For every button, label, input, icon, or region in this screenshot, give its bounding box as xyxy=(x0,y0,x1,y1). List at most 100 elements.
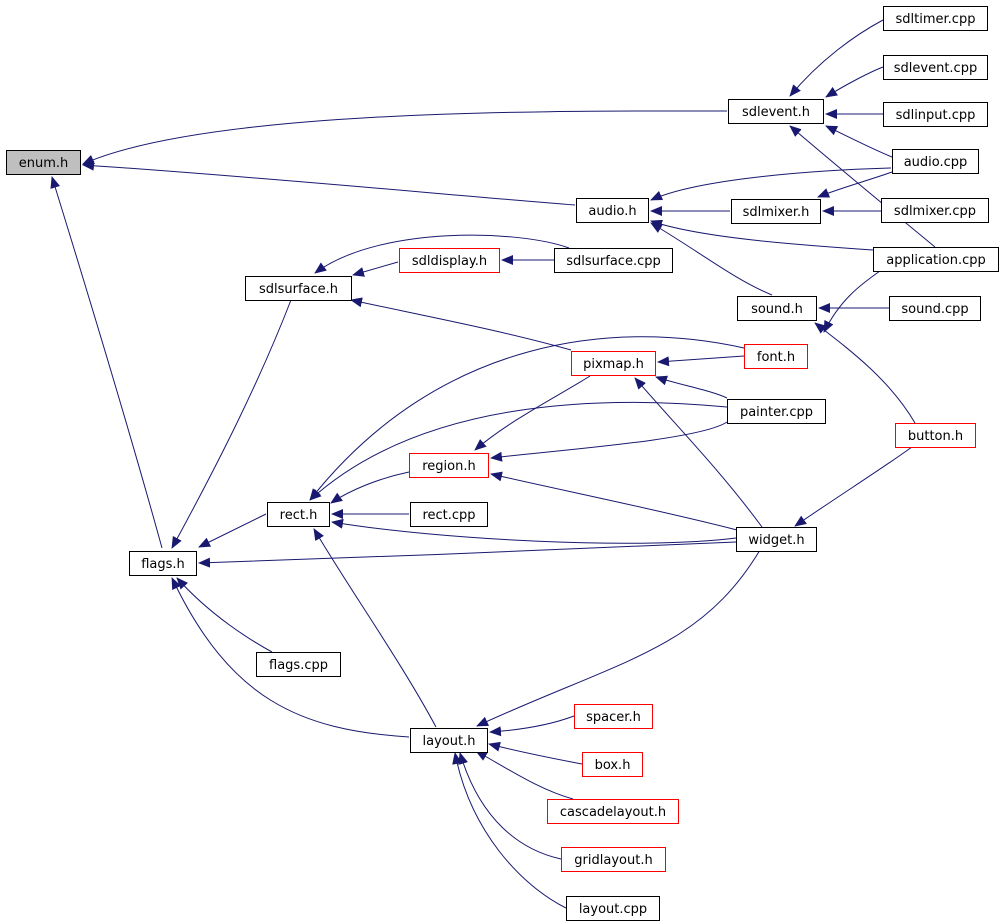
node-box xyxy=(574,704,653,729)
node-sdldisplay-h[interactable]: sdldisplay.h xyxy=(399,248,500,273)
node-box xyxy=(731,199,821,224)
node-box xyxy=(267,502,330,527)
node-label: layout.h xyxy=(423,734,476,749)
edge-pixmap-h-to-region-h xyxy=(474,375,591,451)
node-box xyxy=(554,248,673,273)
node-box xyxy=(6,150,81,175)
node-box xyxy=(547,799,679,824)
node-rect-cpp[interactable]: rect.cpp xyxy=(410,502,488,527)
node-flags-cpp[interactable]: flags.cpp xyxy=(256,652,341,677)
node-sdltimer-cpp[interactable]: sdltimer.cpp xyxy=(883,6,988,31)
node-label: widget.h xyxy=(748,533,804,548)
node-audio-h[interactable]: audio.h xyxy=(576,198,649,223)
node-label: sound.cpp xyxy=(901,302,968,317)
node-label: enum.h xyxy=(19,156,69,171)
node-audio-cpp[interactable]: audio.cpp xyxy=(892,149,979,174)
node-label: sdlevent.h xyxy=(742,105,810,120)
node-enum-h: enum.h xyxy=(6,150,81,175)
node-sdlsurface-h[interactable]: sdlsurface.h xyxy=(245,276,352,301)
edge-application-cpp-to-sdlevent-h xyxy=(789,125,936,248)
node-sdlinput-cpp[interactable]: sdlinput.cpp xyxy=(883,102,988,127)
node-label: sdldisplay.h xyxy=(412,254,487,269)
node-label: font.h xyxy=(757,350,795,365)
node-sdlmixer-h[interactable]: sdlmixer.h xyxy=(731,199,821,224)
node-spacer-h[interactable]: spacer.h xyxy=(574,704,653,729)
node-label: layout.cpp xyxy=(579,902,647,917)
node-box xyxy=(895,423,976,448)
node-box xyxy=(737,296,817,321)
edge-sound-h-to-audio-h xyxy=(650,222,773,296)
node-layout-cpp[interactable]: layout.cpp xyxy=(566,896,660,921)
node-box xyxy=(245,276,352,301)
node-box xyxy=(881,198,989,223)
edge-sdldisplay-h-to-sdlsurface-h xyxy=(352,261,399,277)
edge-audio-cpp-to-sdlmixer-h xyxy=(817,171,893,198)
edge-sdlsurface-h-to-flags-h xyxy=(171,299,292,549)
node-cascadelayout-h[interactable]: cascadelayout.h xyxy=(547,799,679,824)
node-label: sdlevent.cpp xyxy=(894,61,977,76)
node-label: sdltimer.cpp xyxy=(896,12,976,27)
node-sdlsurface-cpp[interactable]: sdlsurface.cpp xyxy=(554,248,673,273)
node-box xyxy=(399,248,500,273)
node-rect-h[interactable]: rect.h xyxy=(267,502,330,527)
node-sound-cpp[interactable]: sound.cpp xyxy=(889,296,981,321)
node-label: region.h xyxy=(422,459,476,474)
node-label: application.cpp xyxy=(886,253,986,268)
node-layout-h[interactable]: layout.h xyxy=(410,728,488,753)
node-label: flags.cpp xyxy=(269,658,328,673)
node-gridlayout-h[interactable]: gridlayout.h xyxy=(561,847,666,872)
edge-painter-cpp-to-pixmap-h xyxy=(655,375,728,399)
edge-application-cpp-to-font-h xyxy=(823,270,881,333)
edge-widget-h-to-rect-h xyxy=(331,518,737,544)
node-box xyxy=(561,847,666,872)
node-font-h[interactable]: font.h xyxy=(744,344,808,369)
node-sdlevent-h[interactable]: sdlevent.h xyxy=(728,99,824,124)
node-flags-h[interactable]: flags.h xyxy=(129,551,197,576)
edge-box-h-to-layout-h xyxy=(488,741,583,765)
node-pixmap-h[interactable]: pixmap.h xyxy=(571,351,656,376)
node-box xyxy=(744,344,808,369)
edge-application-cpp-to-audio-h xyxy=(650,219,874,251)
node-label: audio.cpp xyxy=(904,155,968,170)
edge-pixmap-h-to-sdlsurface-h xyxy=(350,297,572,351)
node-label: box.h xyxy=(595,758,631,773)
node-label: button.h xyxy=(908,429,963,444)
node-box xyxy=(883,55,988,80)
node-label: flags.h xyxy=(141,557,185,572)
edge-sdlevent-cpp-to-sdlevent-h xyxy=(825,66,884,98)
node-label: audio.h xyxy=(588,204,636,219)
edge-font-h-to-rect-h xyxy=(309,336,745,501)
node-widget-h[interactable]: widget.h xyxy=(736,527,817,552)
node-label: sound.h xyxy=(751,302,803,317)
node-label: gridlayout.h xyxy=(574,853,652,868)
edge-sdlevent-h-to-enum-h xyxy=(82,110,728,165)
node-box xyxy=(582,752,643,777)
node-label: rect.h xyxy=(280,508,318,523)
edge-widget-h-to-flags-h xyxy=(198,541,737,568)
node-box xyxy=(728,99,824,124)
node-label: sdlmixer.h xyxy=(743,205,810,220)
node-sdlevent-cpp[interactable]: sdlevent.cpp xyxy=(883,55,988,80)
edge-rect-h-to-flags-h xyxy=(198,513,267,548)
node-label: rect.cpp xyxy=(422,508,475,523)
edge-sdlsurface-cpp-to-sdlsurface-h xyxy=(314,234,570,274)
edge-audio-h-to-enum-h xyxy=(82,160,576,206)
node-label: spacer.h xyxy=(586,710,641,725)
node-region-h[interactable]: region.h xyxy=(409,453,489,478)
edge-layout-h-to-flags-h xyxy=(171,577,410,738)
node-label: sdlsurface.cpp xyxy=(566,254,660,269)
node-box xyxy=(571,351,656,376)
node-box xyxy=(576,198,649,223)
edge-cascadelayout-h-to-layout-h xyxy=(475,750,574,800)
edge-layout-cpp-to-layout-h xyxy=(452,752,567,909)
node-application-cpp[interactable]: application.cpp xyxy=(873,247,999,272)
node-painter-cpp[interactable]: painter.cpp xyxy=(727,399,826,424)
node-sdlmixer-cpp[interactable]: sdlmixer.cpp xyxy=(881,198,989,223)
node-box xyxy=(410,728,488,753)
node-sound-h[interactable]: sound.h xyxy=(737,296,817,321)
edge-gridlayout-h-to-layout-h xyxy=(458,752,562,860)
node-box-h[interactable]: box.h xyxy=(582,752,643,777)
node-button-h[interactable]: button.h xyxy=(895,423,976,448)
node-label: cascadelayout.h xyxy=(560,805,666,820)
